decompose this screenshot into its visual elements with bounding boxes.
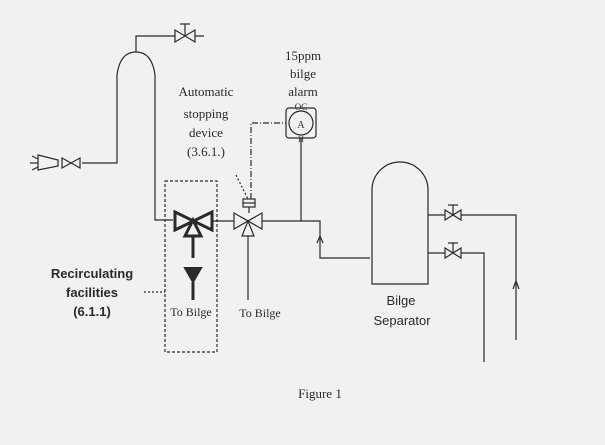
to-bilge-label-2: To Bilge [239,306,281,320]
recirculating-drain-funnel [183,267,203,300]
outlet-upper-line [461,214,517,340]
recirculating-label-line-3: (6.1.1) [73,304,111,319]
auto-stop-label-line-3: device [189,125,223,140]
bilge-separator-vessel [371,161,429,285]
flow-arrow-2 [512,279,520,290]
outlet-lower-valve [444,242,462,260]
suction-valve [61,156,81,170]
alarm-signal-line [250,122,286,199]
recirculating-box [164,180,218,353]
top-vent-pipe [135,35,204,52]
outlet-upper-valve [444,204,462,222]
recirculating-label-line-2: facilities [66,285,118,300]
auto-stop-leader [235,174,249,200]
alarm-a-text: A [297,120,305,131]
gooseneck-pipe-inner [135,51,173,221]
figure-caption: Figure 1 [298,386,342,401]
recirculating-label-line-1: Recirculating [51,266,133,281]
recirculating-three-way-valve [173,209,214,258]
pipe-to-separator [301,220,370,259]
auto-stop-label-line-1: Automatic [179,84,234,99]
separator-label-line-1: Bilge [387,293,416,308]
auto-stop-label-line-2: stopping [184,106,229,121]
sample-line [262,138,302,222]
alarm-label-line-1: 15ppm [285,48,321,63]
auto-stop-three-way-valve [233,198,263,300]
gooseneck-pipe [82,51,137,164]
alarm-oc-text: OC [295,102,308,112]
flow-arrow-1 [316,234,324,244]
outlet-lower-line [461,252,485,362]
top-vent-valve [174,23,196,44]
to-bilge-label-1: To Bilge [170,305,212,319]
separator-label-line-2: Separator [373,313,431,328]
alarm-label-line-2: bilge [290,66,316,81]
bilge-suction-nozzle [30,154,59,171]
alarm-label-line-3: alarm [288,84,318,99]
auto-stop-label-line-4: (3.6.1.) [187,144,225,159]
alarm-h-text: H [298,135,304,144]
